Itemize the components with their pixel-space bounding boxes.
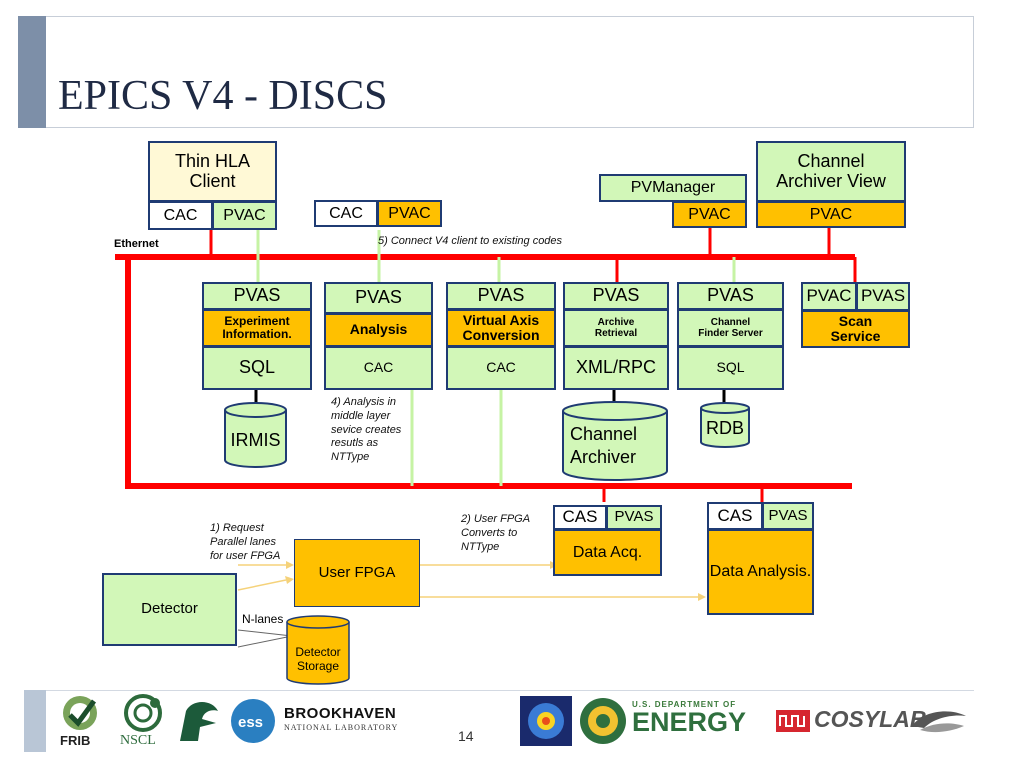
detector-box: Detector (102, 573, 237, 646)
thin-hla-pvac: PVAC (212, 201, 277, 230)
service-archive-xmlrpc: XML/RPC (563, 346, 669, 390)
frib-text: FRIB (60, 733, 91, 748)
svg-text:ess: ess (238, 714, 263, 731)
brookhaven-subtext: NATIONAL LABORATORY (284, 723, 399, 732)
service-archive-pvas: PVAS (563, 282, 669, 310)
data-acq-box: Data Acq. (553, 529, 662, 576)
service-finder-sql: SQL (677, 346, 784, 390)
nscl-logo: NSCL (118, 693, 168, 751)
data-acq-pvas: PVAS (606, 505, 662, 530)
irmis-label: IRMIS (230, 430, 281, 450)
data-analysis-pvas: PVAS (762, 502, 814, 530)
data-analysis-cas: CAS (707, 502, 763, 530)
irmis-database: IRMIS (224, 402, 287, 468)
nscl-text: NSCL (120, 733, 156, 748)
page-title: EPICS V4 - DISCS (58, 73, 388, 119)
brookhaven-text: BROOKHAVEN (284, 705, 397, 722)
thin-hla-client: Thin HLA Client (148, 141, 277, 202)
title-frame (46, 16, 974, 128)
n-lanes-label: N-lanes (242, 612, 284, 626)
channel-archiver-label: Channel Archiver (570, 424, 638, 467)
energy-text: ENERGY (632, 707, 747, 737)
footer-accent-bar (24, 690, 46, 752)
data-acq-cas: CAS (553, 505, 607, 530)
swoosh-logo (910, 704, 968, 738)
footer-divider (46, 690, 974, 691)
service-finder-name: Channel Finder Server (677, 309, 784, 347)
detector-image-logo (520, 696, 572, 746)
channel-archiver-view-pvac: PVAC (756, 201, 906, 228)
scan-service-pvas: PVAS (856, 282, 910, 311)
spartan-logo (174, 697, 224, 747)
standalone-pvac: PVAC (377, 200, 442, 227)
standalone-cac: CAC (314, 200, 378, 227)
title-accent-bar (18, 16, 46, 128)
cosylab-mark-logo (776, 710, 810, 732)
energy-logo: U.S. DEPARTMENT OF ENERGY (632, 700, 772, 742)
channel-archiver-database: Channel Archiver (562, 401, 668, 481)
service-virtual-axis-name: Virtual Axis Conversion (446, 309, 556, 347)
service-finder-pvas: PVAS (677, 282, 784, 310)
user-fpga-box: User FPGA (294, 539, 420, 607)
service-experiment-sql: SQL (202, 346, 312, 390)
doe-seal-logo (578, 696, 628, 746)
scan-service-name: Scan Service (801, 310, 910, 348)
frib-logo: FRIB (56, 693, 106, 751)
ethernet-label: Ethernet (114, 238, 159, 250)
note-analysis-middle: 4) Analysis in middle layer sevice creat… (331, 396, 402, 463)
detector-storage-database: Detector Storage (286, 615, 350, 685)
data-analysis-box: Data Analysis. (707, 529, 814, 615)
channel-archiver-view: Channel Archiver View (756, 141, 906, 202)
scan-service-pvac: PVAC (801, 282, 857, 311)
service-archive-name: Archive Retrieval (563, 309, 669, 347)
service-virtual-axis-cac: CAC (446, 346, 556, 390)
service-analysis-pvas: PVAS (324, 282, 433, 314)
rdb-label: RDB (705, 418, 744, 438)
rdb-database: RDB (700, 402, 750, 448)
detector-storage-label: Detector Storage (295, 645, 341, 674)
pvmanager-box: PVManager (599, 174, 747, 202)
page-number: 14 (458, 728, 474, 744)
note-fpga-converts: 2) User FPGA Converts to NTType (461, 513, 531, 553)
service-virtual-axis-pvas: PVAS (446, 282, 556, 310)
service-experiment-name: Experiment Information. (202, 309, 312, 347)
service-experiment-pvas: PVAS (202, 282, 312, 310)
note-request-lanes: 1) Request Parallel lanes for user FPGA (210, 522, 281, 562)
pvmanager-pvac: PVAC (672, 201, 747, 228)
thin-hla-cac: CAC (148, 201, 213, 230)
ess-logo: ess (228, 698, 278, 744)
note-connect-v4: 5) Connect V4 client to existing codes (378, 235, 563, 247)
brookhaven-logo: BROOKHAVEN NATIONAL LABORATORY (284, 705, 424, 745)
service-analysis-name: Analysis (324, 313, 433, 347)
service-analysis-cac: CAC (324, 346, 433, 390)
doe-top-text: U.S. DEPARTMENT OF (632, 700, 737, 709)
cosylab-text: COSYLAB (814, 706, 927, 732)
